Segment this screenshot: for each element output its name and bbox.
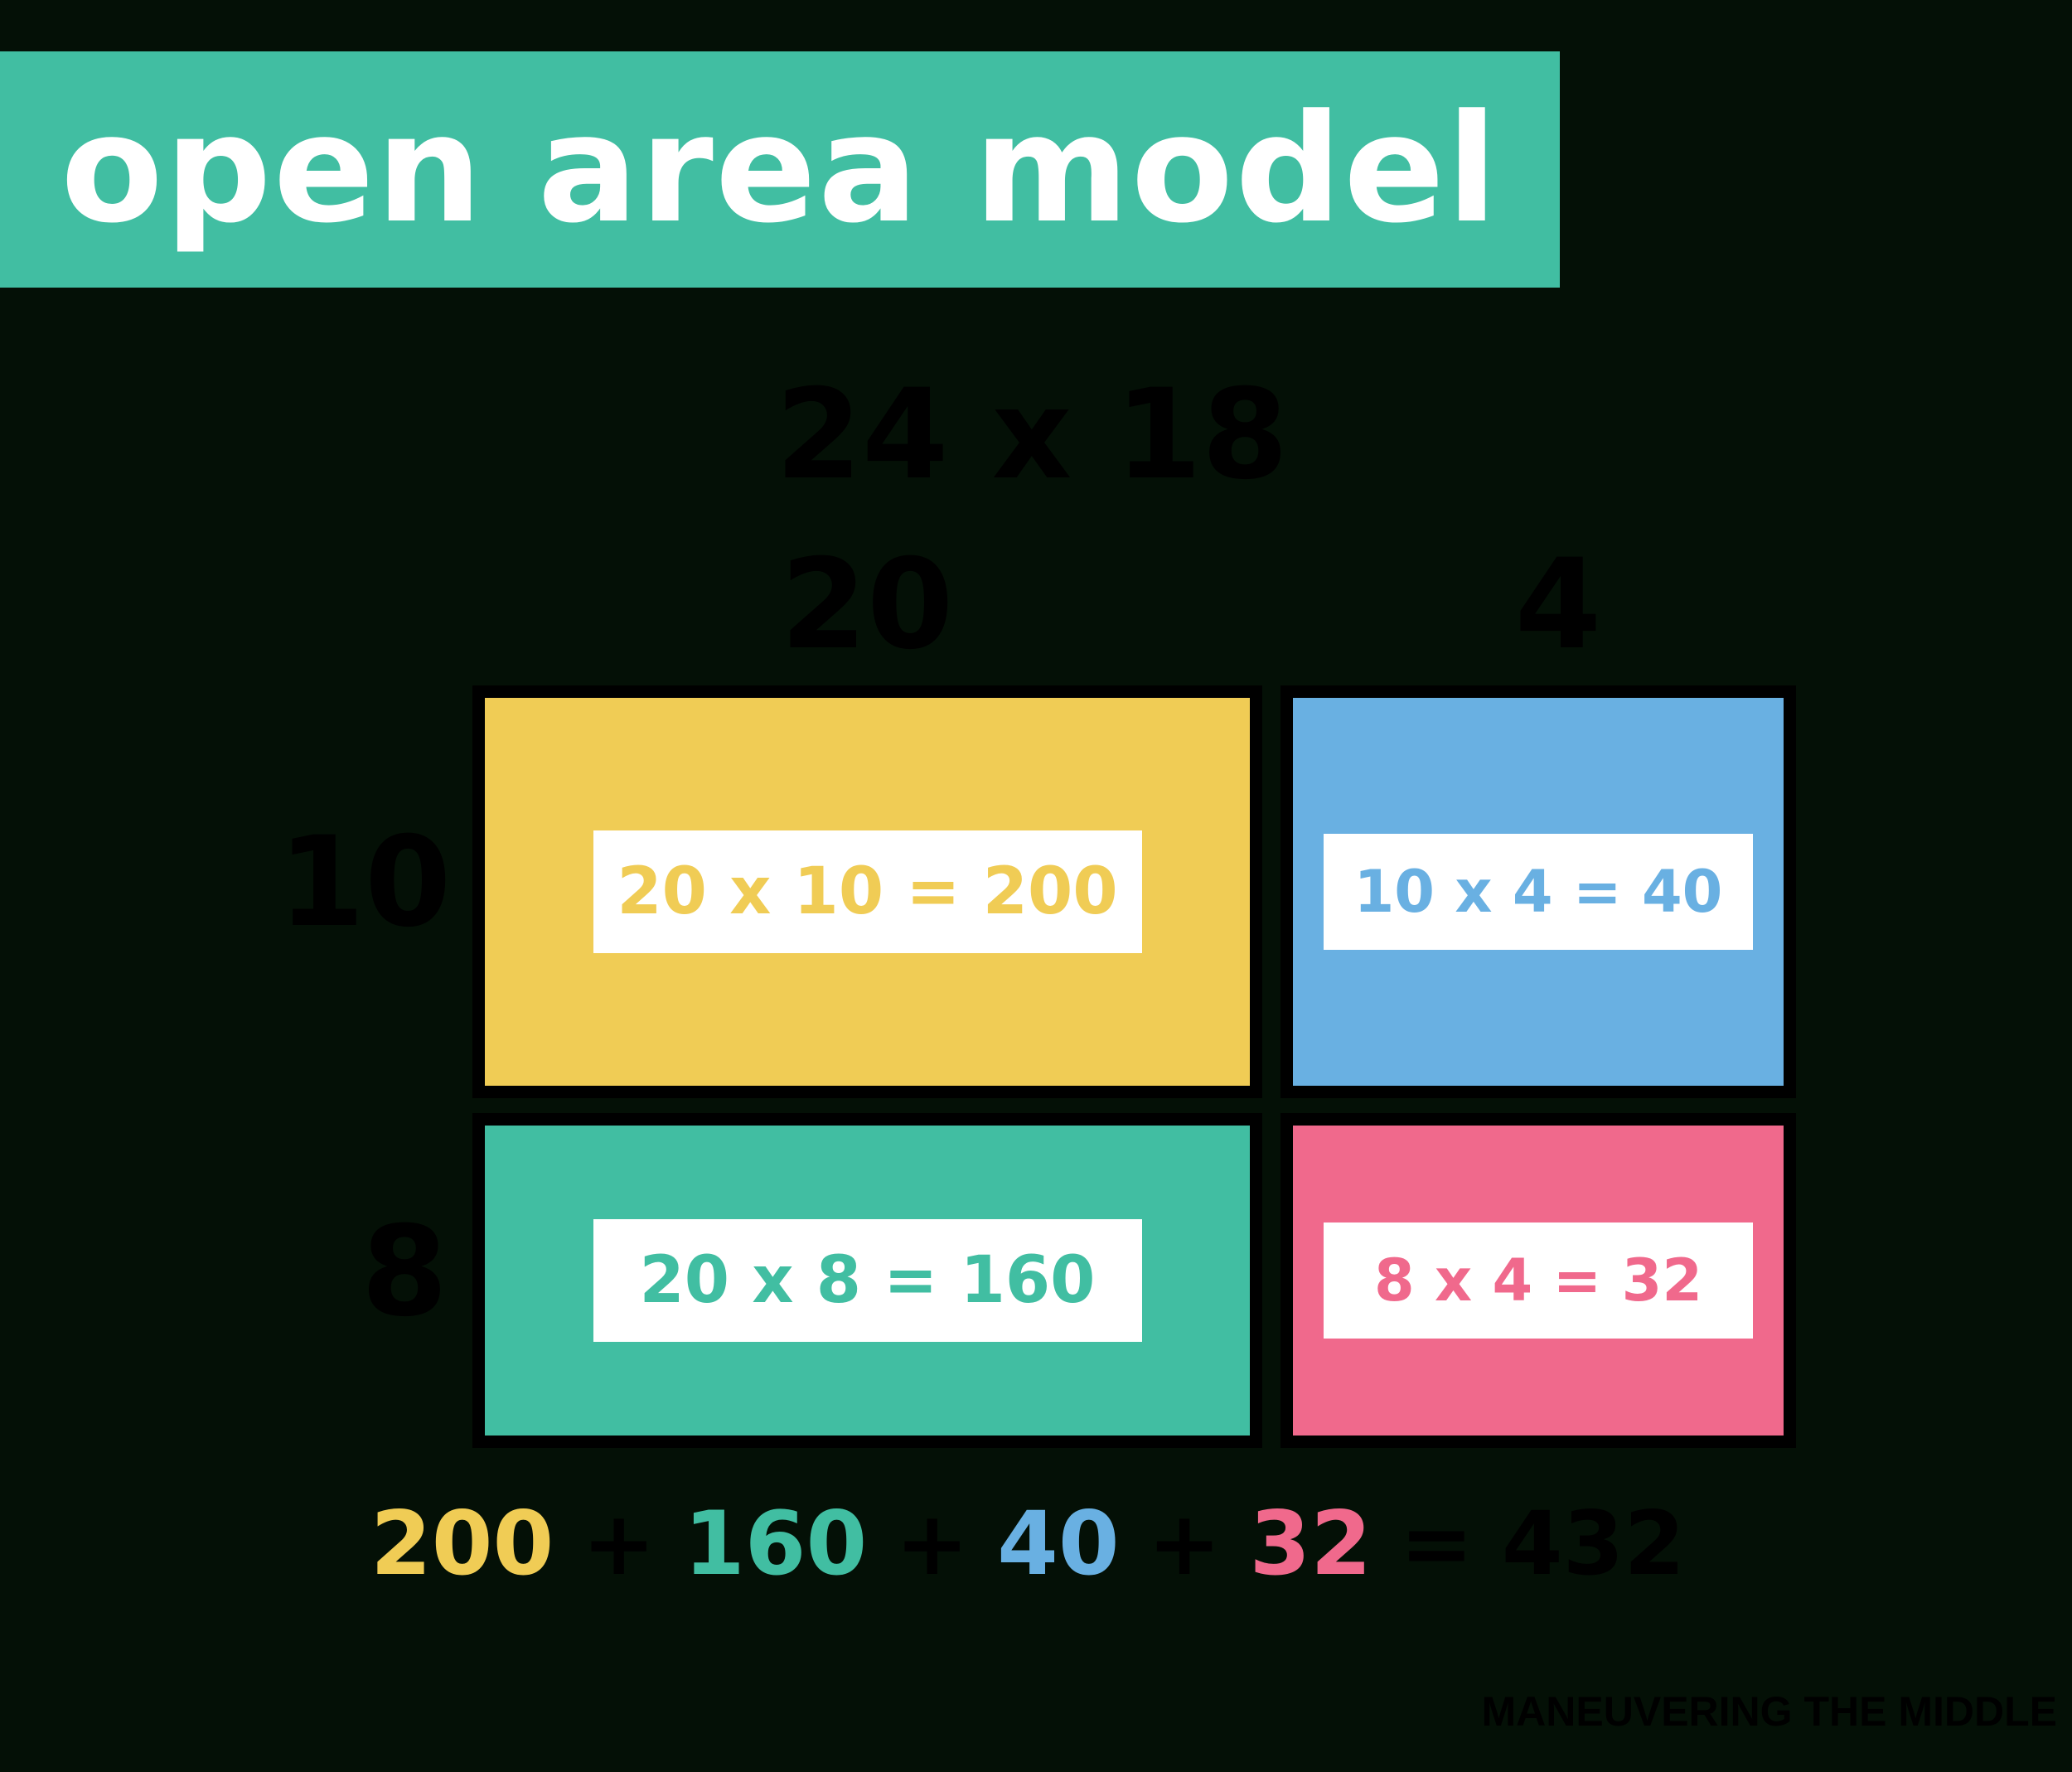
cell-10x4: 10 x 4 = 40: [1280, 685, 1796, 1098]
problem-expression: 24 x 18: [775, 363, 1289, 507]
plus-sign: +: [895, 1493, 970, 1595]
row-label-8: 8: [361, 1200, 448, 1344]
sum-total-432: 432: [1501, 1493, 1686, 1595]
title-banner: open area model: [0, 51, 1560, 288]
row-label-10: 10: [278, 811, 452, 955]
sum-part-32: 32: [1249, 1493, 1372, 1595]
page-title: open area model: [61, 83, 1499, 256]
cell-equation-label: 10 x 4 = 40: [1353, 858, 1723, 926]
plus-sign: +: [1147, 1493, 1222, 1595]
cell-8x4: 8 x 4 = 32: [1280, 1113, 1796, 1448]
cell-equation-box: 20 x 10 = 200: [593, 830, 1142, 953]
cell-equation-label: 8 x 4 = 32: [1373, 1247, 1703, 1314]
equals-sign: =: [1399, 1493, 1474, 1595]
cell-equation-box: 20 x 8 = 160: [593, 1219, 1142, 1342]
cell-20x10: 20 x 10 = 200: [472, 685, 1262, 1098]
cell-equation-box: 8 x 4 = 32: [1324, 1222, 1753, 1339]
sum-part-40: 40: [997, 1493, 1120, 1595]
cell-equation-box: 10 x 4 = 40: [1324, 834, 1753, 950]
cell-equation-label: 20 x 10 = 200: [617, 855, 1118, 929]
column-label-4: 4: [1514, 533, 1602, 677]
plus-sign: +: [582, 1493, 656, 1595]
cell-20x8: 20 x 8 = 160: [472, 1113, 1262, 1448]
watermark: MANEUVERING THE MIDDLE: [1481, 1688, 2057, 1735]
column-label-20: 20: [780, 533, 954, 677]
cell-equation-label: 20 x 8 = 160: [639, 1243, 1096, 1318]
sum-part-200: 200: [370, 1493, 554, 1595]
sum-part-160: 160: [684, 1493, 868, 1595]
sum-equation: 200 + 160 + 40 + 32 = 432: [370, 1488, 1685, 1600]
